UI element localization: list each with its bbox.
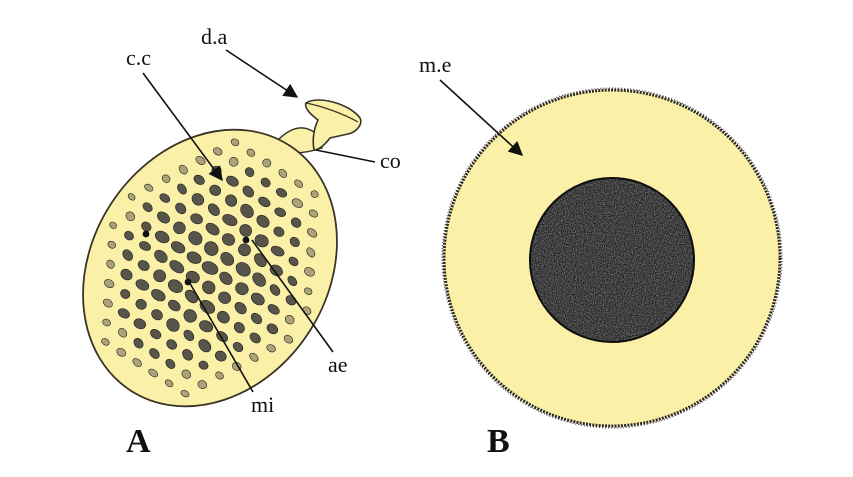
label-me: m.e [419, 52, 451, 77]
panel-letter-a: A [126, 423, 151, 460]
pore-dot [243, 237, 250, 244]
label-ae: ae [328, 352, 348, 377]
leader-me [440, 80, 522, 155]
panel-a [32, 81, 389, 454]
leader-da [226, 50, 297, 97]
label-cc: c.c [126, 45, 151, 70]
leader-co [316, 150, 375, 162]
label-co: co [380, 148, 401, 173]
panel-b [442, 88, 782, 428]
panel-letter-b: B [487, 423, 510, 460]
pore-dot [143, 231, 150, 238]
label-mi: mi [251, 392, 274, 417]
disc-appendage [306, 100, 361, 150]
label-da: d.a [201, 24, 228, 49]
